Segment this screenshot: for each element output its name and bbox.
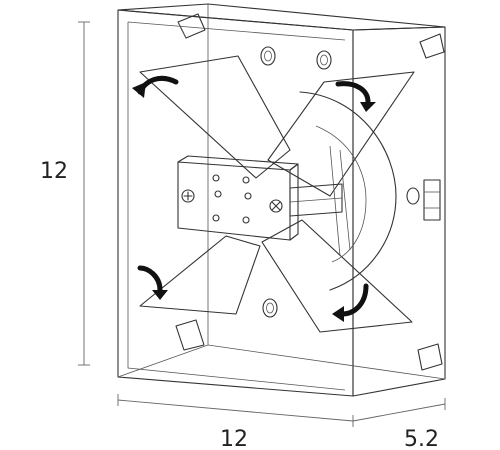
rotate-arrow-icon: [132, 75, 179, 98]
height-dimension: [78, 21, 90, 366]
width-label: 12: [220, 427, 248, 450]
side-latch: [423, 179, 441, 221]
rotate-arrow-icon: [335, 81, 376, 112]
mounting-hole-icon: [316, 50, 332, 70]
corner-clips: [175, 13, 445, 371]
mounting-hole-icon: [260, 46, 276, 66]
bracket-arms: [139, 55, 415, 333]
rotate-arrow-icon: [332, 283, 369, 322]
width-dimension: [117, 394, 354, 427]
round-base: [299, 91, 397, 291]
height-label: 12: [40, 159, 68, 184]
mounting-holes: [260, 46, 420, 318]
screw-icon: [181, 189, 195, 203]
enclosure-outline: [117, 3, 446, 397]
rotate-arrow-icon: [137, 265, 168, 300]
screw-icon: [269, 199, 283, 213]
mounting-hole-icon: [262, 298, 278, 318]
depth-dimension: [352, 398, 446, 422]
center-plate: [177, 155, 299, 241]
mounting-hole-icon: [406, 187, 420, 205]
depth-label: 5.2: [404, 427, 439, 450]
